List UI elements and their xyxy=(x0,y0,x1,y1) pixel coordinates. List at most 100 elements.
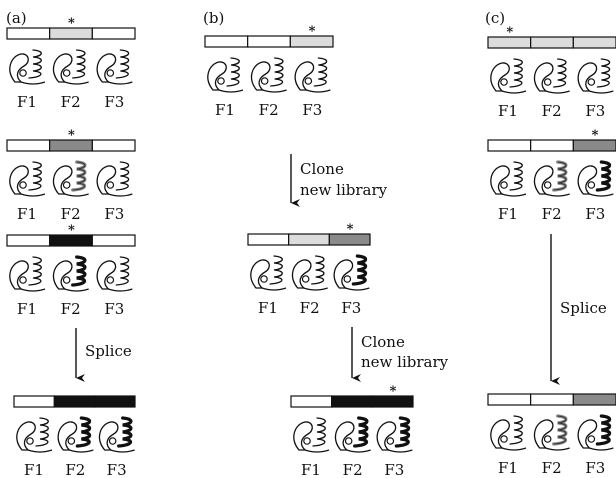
arrow-a-splice: Splice xyxy=(75,328,132,382)
finger-label-f1: F1 xyxy=(498,205,518,223)
mutation-star: * xyxy=(390,384,397,399)
svg-text:Splice: Splice xyxy=(560,299,607,317)
svg-text:Splice: Splice xyxy=(85,342,132,360)
finger-label-f1: F1 xyxy=(258,299,278,317)
zinc-finger-f1-icon xyxy=(293,417,330,453)
bar-segment-f2 xyxy=(247,35,291,48)
zinc-finger-f1-icon xyxy=(490,161,527,197)
zinc-finger-f2-icon xyxy=(334,416,371,453)
finger-label-f2: F2 xyxy=(343,461,363,478)
zinc-finger-f2-icon xyxy=(533,160,570,197)
construct-a2: * F1 F2 F3 xyxy=(6,128,136,223)
svg-text:Clone: Clone xyxy=(361,333,405,351)
zinc-finger-f1-icon xyxy=(250,255,287,291)
finger-label-f3: F3 xyxy=(585,205,605,223)
construct-b3: * F1 F2 F3 xyxy=(290,384,414,478)
finger-label-f3: F3 xyxy=(302,101,322,119)
bar-segment-f3 xyxy=(91,27,136,40)
finger-label-f1: F1 xyxy=(498,459,518,477)
finger-label-f3: F3 xyxy=(384,461,404,478)
zinc-finger-f3-icon xyxy=(577,160,614,197)
zinc-finger-f3-icon xyxy=(96,49,133,85)
finger-label-f1: F1 xyxy=(215,101,235,119)
finger-label-f2: F2 xyxy=(65,461,85,478)
panel-label-a: (a) xyxy=(6,9,27,27)
zinc-finger-f2-icon xyxy=(57,416,94,453)
zinc-finger-f3-icon xyxy=(98,416,135,453)
finger-label-f2: F2 xyxy=(542,459,562,477)
finger-label-f3: F3 xyxy=(104,205,124,223)
bar-segment-f3 xyxy=(94,395,136,408)
finger-label-f1: F1 xyxy=(498,102,518,120)
zinc-finger-f3-icon xyxy=(577,414,614,451)
construct-c2: * F1 F2 F3 xyxy=(487,128,616,223)
bar-segment-f1 xyxy=(247,233,290,246)
finger-label-f2: F2 xyxy=(61,300,81,318)
svg-text:Clone: Clone xyxy=(300,160,344,178)
mutation-star: * xyxy=(592,128,599,143)
zinc-finger-f1-icon xyxy=(9,49,46,85)
mutation-star: * xyxy=(68,223,75,238)
zinc-finger-f2-icon xyxy=(533,414,570,451)
bar-segment-f3 xyxy=(371,395,414,408)
finger-label-f1: F1 xyxy=(17,205,37,223)
zinc-finger-f2-icon xyxy=(533,58,570,94)
bar-segment-f3 xyxy=(328,233,371,246)
mutation-star: * xyxy=(68,128,75,143)
bar-segment-f2 xyxy=(530,36,574,49)
zinc-finger-f1-icon xyxy=(9,161,46,197)
zinc-finger-f3-icon xyxy=(376,416,413,453)
zinc-finger-f3-icon xyxy=(96,256,133,292)
bar-segment-f3 xyxy=(572,36,616,49)
construct-a4: F1 F2 F3 xyxy=(13,395,136,478)
finger-label-f3: F3 xyxy=(585,459,605,477)
zinc-finger-f3-icon xyxy=(96,161,133,197)
construct-c3: F1 F2 F3 xyxy=(487,393,616,477)
finger-label-f3: F3 xyxy=(104,93,124,111)
finger-label-f3: F3 xyxy=(107,461,127,478)
bar-segment-f3 xyxy=(91,234,136,247)
zinc-finger-f1-icon xyxy=(207,57,244,93)
zinc-finger-f3-icon xyxy=(294,57,331,93)
arrow-c-splice: Splice xyxy=(550,234,607,385)
arrow-b-clone-2: Clone new library xyxy=(351,327,449,382)
zinc-finger-f2-icon xyxy=(52,255,89,292)
zinc-finger-f1-icon xyxy=(9,256,46,292)
bar-segment-f3 xyxy=(91,139,136,152)
mutation-star: * xyxy=(347,222,354,237)
zinc-finger-f1-icon xyxy=(16,417,53,453)
svg-text:new library: new library xyxy=(361,353,449,371)
bar-segment-f1 xyxy=(6,234,51,247)
finger-label-f2: F2 xyxy=(61,205,81,223)
mutation-star: * xyxy=(309,24,316,39)
svg-text:new library: new library xyxy=(300,181,388,199)
finger-label-f2: F2 xyxy=(542,205,562,223)
panel-label-b: (b) xyxy=(203,9,224,27)
bar-segment-f1 xyxy=(13,395,55,408)
finger-label-f1: F1 xyxy=(301,461,321,478)
bar-segment-f3 xyxy=(572,393,616,406)
finger-label-f1: F1 xyxy=(24,461,44,478)
bar-segment-f1 xyxy=(290,395,333,408)
finger-label-f3: F3 xyxy=(104,300,124,318)
bar-segment-f2 xyxy=(288,233,330,246)
zinc-finger-f2-icon xyxy=(52,49,89,85)
zinc-finger-f2-icon xyxy=(52,160,89,197)
zinc-finger-f3-icon xyxy=(577,58,614,94)
zinc-finger-f3-icon xyxy=(333,254,370,291)
bar-segment-f1 xyxy=(487,393,532,406)
finger-label-f3: F3 xyxy=(585,102,605,120)
zinc-finger-f2-icon xyxy=(250,57,287,93)
bar-segment-f1 xyxy=(487,139,532,152)
bar-segment-f2 xyxy=(53,395,96,408)
arrow-b-clone-1: Clone new library xyxy=(290,154,388,207)
bar-segment-f2 xyxy=(530,393,574,406)
bar-segment-f3 xyxy=(289,35,334,48)
finger-label-f2: F2 xyxy=(259,101,279,119)
zinc-finger-f1-icon xyxy=(490,58,527,94)
